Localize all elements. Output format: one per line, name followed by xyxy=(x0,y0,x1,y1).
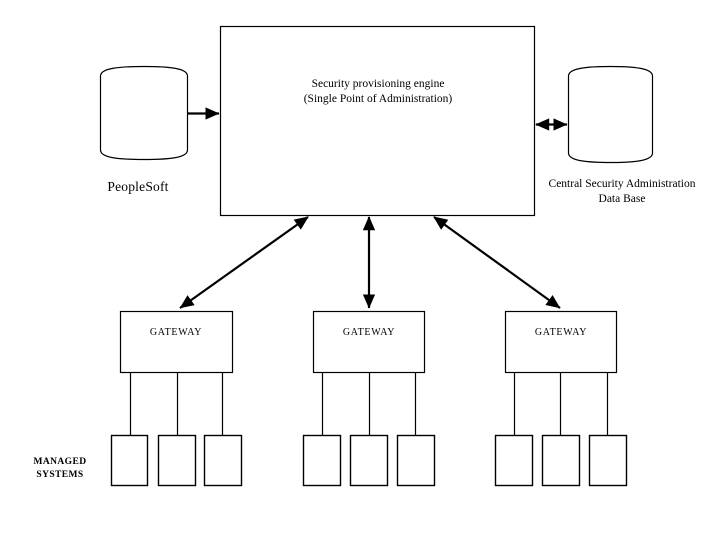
gateway-box-2 xyxy=(312,310,426,374)
peoplesoft-label: PeopleSoft xyxy=(107,179,168,194)
gateway-label-2: GATEWAY xyxy=(343,327,395,338)
central-db-cylinder-outline xyxy=(567,65,654,164)
gateway-label-1: GATEWAY xyxy=(150,327,202,338)
gateway-group-2: GATEWAY xyxy=(302,310,436,487)
central-db-label-line2: Data Base xyxy=(599,193,646,205)
central-security-database-cylinder: Central Security Administration Data Bas… xyxy=(549,65,696,205)
arrow-engine-to-gateway-1 xyxy=(179,216,309,309)
managed-systems-line1: MANAGED xyxy=(34,457,87,467)
engine-box-outline xyxy=(219,25,536,217)
engine-title-line1: Security provisioning engine xyxy=(312,78,445,90)
managed-system-box xyxy=(203,434,243,487)
managed-system-box xyxy=(349,434,389,487)
managed-system-box xyxy=(541,434,581,487)
gateway-box-1 xyxy=(119,310,234,374)
gateway-group-1: GATEWAY xyxy=(110,310,243,487)
managed-system-box xyxy=(157,434,197,487)
arrow-engine-to-gateway-3 xyxy=(433,216,561,309)
managed-system-box xyxy=(302,434,342,487)
managed-system-box xyxy=(110,434,149,487)
gateway-label-3: GATEWAY xyxy=(535,327,587,338)
gateway-group-3: GATEWAY xyxy=(494,310,628,487)
gateway-box-3 xyxy=(504,310,618,374)
managed-systems-label: MANAGED SYSTEMS xyxy=(34,457,87,480)
central-db-label-line1: Central Security Administration xyxy=(549,178,696,190)
managed-system-box xyxy=(588,434,628,487)
managed-system-box xyxy=(494,434,534,487)
managed-system-box xyxy=(396,434,436,487)
security-provisioning-engine-box: Security provisioning engine (Single Poi… xyxy=(219,25,536,217)
peoplesoft-cylinder-outline xyxy=(99,65,189,161)
engine-title-line2: (Single Point of Administration) xyxy=(304,93,453,105)
managed-systems-line2: SYSTEMS xyxy=(36,470,83,480)
peoplesoft-database-cylinder: PeopleSoft xyxy=(99,65,189,194)
